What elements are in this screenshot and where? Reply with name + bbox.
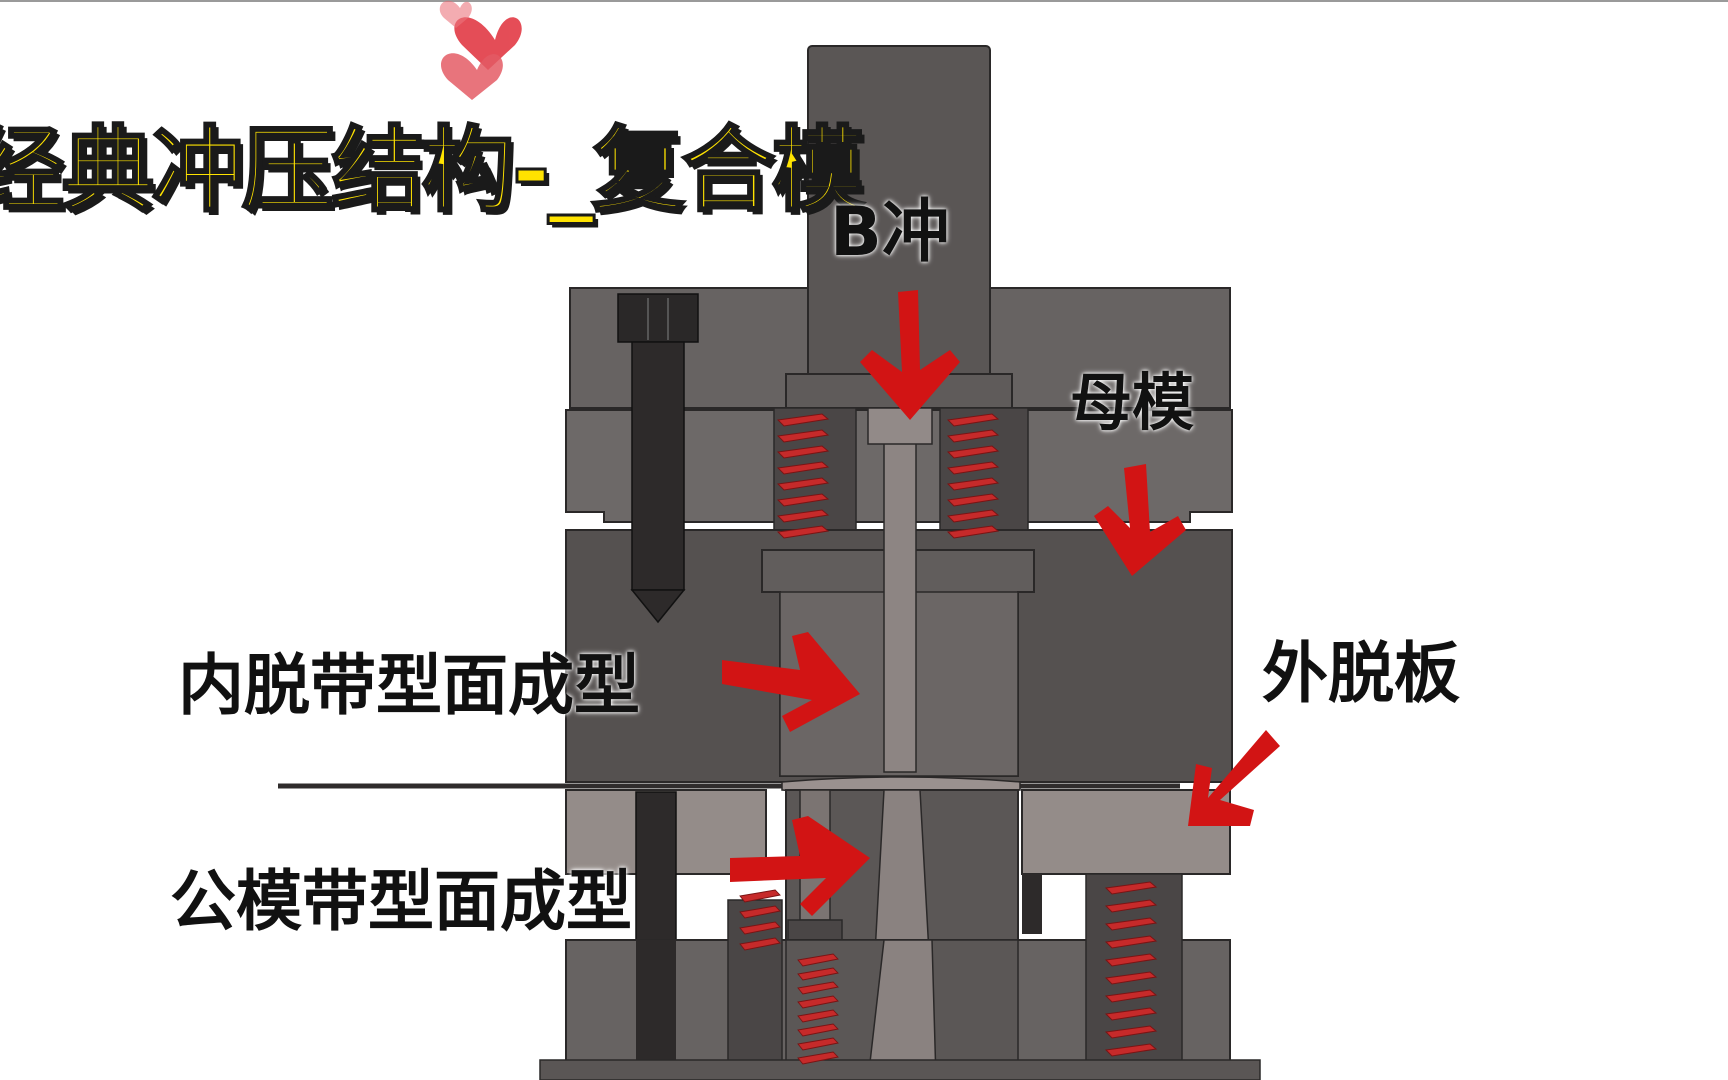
label-outer-stripper: 外脱板: [1262, 635, 1460, 712]
arrow-icon: [722, 290, 1280, 916]
bolt-icon: [617, 293, 699, 624]
label-b-punch: B冲: [830, 193, 950, 272]
label-male-die: 公模带型面成型: [170, 863, 632, 940]
center-pin: [883, 411, 917, 773]
heart-icon: [439, 0, 522, 100]
label-inner-stripper: 内脱带型面成型: [178, 647, 640, 724]
top-border-line: [0, 0, 1728, 2]
label-female-die: 母模: [1070, 366, 1195, 439]
page-title: 经典冲压结构-_复合模: [0, 116, 866, 226]
